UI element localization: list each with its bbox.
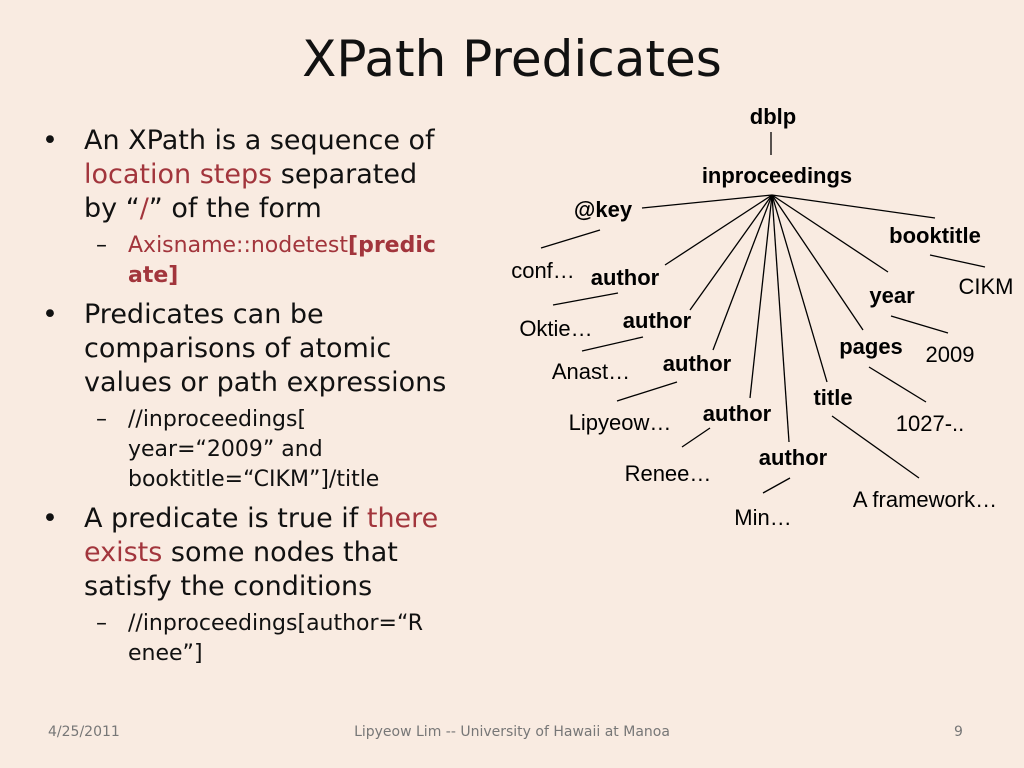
- footer-date: 4/25/2011: [48, 724, 120, 740]
- slide-title: XPath Predicates: [302, 30, 722, 88]
- bullet-dot: •: [42, 125, 58, 156]
- bullet-1-text-d: ” of the form: [148, 193, 322, 224]
- node-inproceedings: inproceedings: [702, 163, 852, 188]
- bullet-2-line-1: Predicates can be: [84, 299, 324, 330]
- bullet-2: • Predicates can be comparisons of atomi…: [42, 298, 482, 400]
- bullet-1-slash: /: [139, 193, 149, 224]
- sub-bullet-dash: –: [96, 233, 107, 258]
- node-title-value: A framework…: [853, 487, 997, 512]
- edge-pages-value: [868, 366, 927, 403]
- edge-author-1-value: [552, 292, 619, 306]
- sub-bullet-dash: –: [96, 407, 107, 432]
- node-author-1-value: Oktie…: [519, 316, 592, 341]
- edge-to-author-2: [689, 194, 773, 311]
- bullet-3-line-3: satisfy the conditions: [84, 571, 373, 602]
- bullet-1: • An XPath is a sequence of location ste…: [42, 124, 482, 226]
- sub-bullet-1-bold-a: [predic: [348, 233, 436, 258]
- bullet-dot: •: [42, 503, 58, 534]
- edge-booktitle-value: [929, 254, 986, 268]
- bullet-2-line-2: comparisons of atomic: [84, 333, 392, 364]
- bullet-1-text-b: separated: [272, 159, 418, 190]
- sub-bullet-1-bold-b: ate]: [128, 263, 179, 288]
- bullet-1-highlight: location steps: [84, 159, 273, 190]
- sub-bullet-dash: –: [96, 611, 107, 636]
- sub-bullet-3-line-1: //inproceedings[author=“R: [128, 611, 424, 636]
- bullet-3-highlight-a: there: [366, 503, 439, 534]
- sub-bullet-2-line-3: booktitle=“CIKM”]/title: [128, 467, 380, 492]
- node-author-4-value: Renee…: [625, 461, 712, 486]
- sub-bullet-3-line-2: enee”]: [128, 641, 203, 666]
- node-pages-value: 1027-..: [896, 411, 965, 436]
- edge-to-booktitle: [771, 194, 936, 219]
- sub-bullet-3: – //inproceedings[author=“R enee”]: [42, 609, 482, 669]
- sub-bullet-2-line-2: year=“2009” and: [128, 437, 323, 462]
- sub-bullet-2: – //inproceedings[ year=“2009” and bookt…: [42, 405, 482, 495]
- edge-to-year: [771, 194, 889, 273]
- edge-to-author-3: [712, 194, 773, 351]
- node-author-3: author: [663, 351, 732, 376]
- edge-author-2-value: [581, 336, 644, 352]
- bullet-dot: •: [42, 299, 58, 330]
- footer-page-number: 9: [954, 724, 963, 740]
- node-booktitle-value: CIKM: [959, 274, 1014, 299]
- bullet-3-text-b: some nodes that: [162, 537, 398, 568]
- edge-to-author-1: [664, 194, 773, 266]
- edge-author-3-value: [616, 381, 678, 402]
- node-author-1: author: [591, 265, 660, 290]
- bullet-1-text-a: An XPath is a sequence of: [84, 125, 435, 156]
- node-key-value: conf…: [511, 258, 575, 283]
- edge-author-4-value: [681, 427, 711, 448]
- edge-to-title: [771, 194, 828, 383]
- bullet-3-text-a: A predicate is true if: [84, 503, 367, 534]
- node-author-2: author: [623, 308, 692, 333]
- edge-author-5-value: [762, 477, 791, 494]
- edge-to-key: [641, 194, 773, 209]
- node-booktitle: booktitle: [889, 223, 981, 248]
- node-title: title: [813, 385, 852, 410]
- edge-key-value: [540, 229, 601, 249]
- edge-title-value: [831, 415, 920, 479]
- node-author-5: author: [759, 445, 828, 470]
- edge-to-author-4: [749, 194, 773, 399]
- edge-to-pages: [771, 194, 864, 331]
- node-author-5-value: Min…: [734, 505, 791, 530]
- node-key: @key: [574, 197, 633, 222]
- sub-bullet-2-line-1: //inproceedings[: [128, 407, 307, 432]
- sub-bullet-1-red: Axisname::nodetest: [128, 233, 349, 258]
- footer-author: Lipyeow Lim -- University of Hawaii at M…: [354, 724, 670, 740]
- bullet-list: • An XPath is a sequence of location ste…: [42, 124, 482, 676]
- tree-edges: [540, 132, 986, 494]
- node-year: year: [869, 283, 915, 308]
- bullet-3: • A predicate is true if there exists so…: [42, 502, 482, 604]
- node-dblp: dblp: [750, 104, 796, 129]
- node-author-3-value: Lipyeow…: [569, 410, 672, 435]
- sub-bullet-1: – Axisname::nodetest[predic ate]: [42, 231, 482, 291]
- edge-to-author-5: [771, 194, 790, 443]
- node-year-value: 2009: [926, 342, 975, 367]
- bullet-3-highlight-b: exists: [84, 537, 163, 568]
- node-pages: pages: [839, 334, 903, 359]
- node-author-2-value: Anast…: [552, 359, 630, 384]
- node-author-4: author: [703, 401, 772, 426]
- bullet-2-line-3: values or path expressions: [84, 367, 447, 398]
- edge-year-value: [890, 315, 949, 334]
- bullet-1-text-c: by “: [84, 193, 140, 224]
